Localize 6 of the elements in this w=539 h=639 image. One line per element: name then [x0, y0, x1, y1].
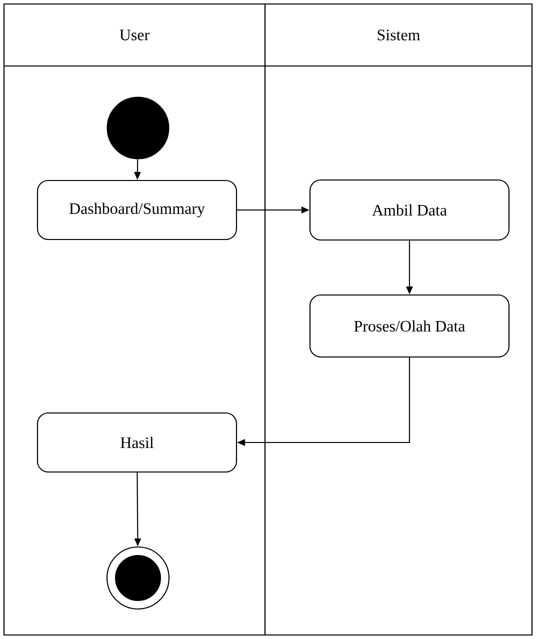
end-node	[106, 546, 170, 610]
action-box: Proses/Olah Data	[309, 294, 510, 358]
action-box: Hasil	[36, 412, 238, 473]
action-box: Ambil Data	[309, 179, 510, 241]
action-box: Dashboard/Summary	[36, 180, 238, 240]
start-node	[106, 96, 170, 160]
